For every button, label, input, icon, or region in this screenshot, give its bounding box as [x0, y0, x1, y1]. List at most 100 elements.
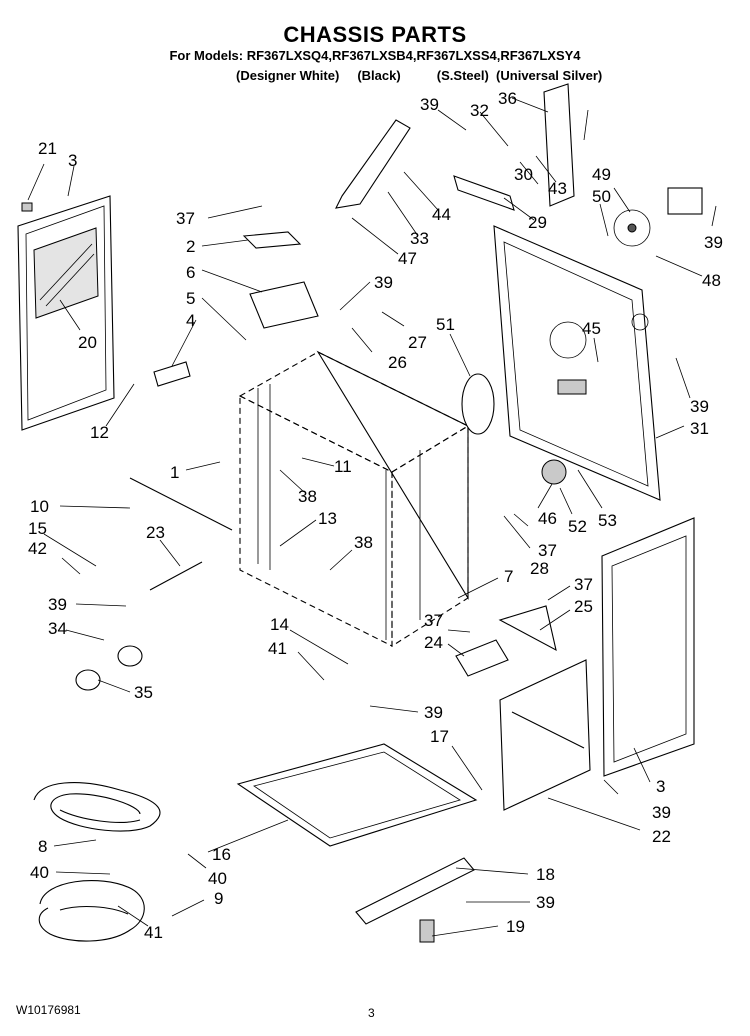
- callout: 35: [134, 683, 153, 702]
- callout: 17: [430, 727, 449, 746]
- callout: 45: [582, 319, 601, 338]
- latch-4: [153, 361, 191, 387]
- callout: 22: [652, 827, 671, 846]
- callout: 40: [30, 863, 49, 882]
- bake-element: [33, 782, 161, 832]
- convection-fan-49: [613, 209, 651, 247]
- door-clip-21: [21, 202, 33, 212]
- callout: 10: [30, 497, 49, 516]
- callout-numbers: 21 3 20 37 2 6 5 4 12 39 26 27 32 36 39 …: [28, 89, 723, 942]
- callout: 41: [144, 923, 163, 942]
- callout: 34: [48, 619, 67, 638]
- callout: 41: [268, 639, 287, 658]
- callout: 30: [514, 165, 533, 184]
- oven-cavity: [238, 350, 470, 647]
- page-number: 3: [368, 1006, 375, 1020]
- callout: 48: [702, 271, 721, 290]
- callout: 4: [186, 311, 195, 330]
- callout: 39: [48, 595, 67, 614]
- callout: 6: [186, 263, 195, 282]
- callout: 7: [504, 567, 513, 586]
- door-switch-23: [149, 561, 203, 591]
- callout: 42: [28, 539, 47, 558]
- gasket-51: [461, 373, 495, 435]
- callout: 9: [214, 889, 223, 908]
- broil-element: [38, 880, 145, 942]
- thermostat-6: [249, 281, 319, 329]
- callout: 18: [536, 865, 555, 884]
- callout: 47: [398, 249, 417, 268]
- callout: 15: [28, 519, 47, 538]
- bracket-29: [453, 175, 515, 211]
- leveling-leg-19: [419, 919, 435, 943]
- callout: 12: [90, 423, 109, 442]
- callout: 51: [436, 315, 455, 334]
- callout: 5: [186, 289, 195, 308]
- callout: 50: [592, 187, 611, 206]
- bracket-2: [242, 231, 302, 249]
- callout: 1: [170, 463, 179, 482]
- callout: 2: [186, 237, 195, 256]
- callout: 29: [528, 213, 547, 232]
- knob-34: [75, 645, 143, 691]
- document-number: W10176981: [16, 1003, 81, 1017]
- callout: 13: [318, 509, 337, 528]
- callout: 23: [146, 523, 165, 542]
- callout: 11: [334, 457, 352, 476]
- callout: 14: [270, 615, 289, 634]
- callout: 16: [212, 845, 231, 864]
- hinge-receiver-24: [455, 639, 509, 677]
- leader-lines: [27, 97, 717, 937]
- callout: 21: [38, 139, 57, 158]
- callout: 20: [78, 333, 97, 352]
- fan-blade-52: [541, 459, 567, 485]
- callout: 53: [598, 511, 617, 530]
- callout: 25: [574, 597, 593, 616]
- bottom-tray: [236, 743, 478, 847]
- callout: 39: [690, 397, 709, 416]
- callout: 46: [538, 509, 557, 528]
- callout: 24: [424, 633, 443, 652]
- leveling-leg-bracket-18: [355, 857, 475, 925]
- back-panel: [493, 225, 661, 501]
- callout: 43: [548, 179, 567, 198]
- callout: 39: [374, 273, 393, 292]
- model-list: For Models: RF367LXSQ4,RF367LXSB4,RF367L…: [169, 48, 581, 63]
- callout: 37: [538, 541, 557, 560]
- callout: 27: [408, 333, 427, 352]
- callout: 39: [536, 893, 555, 912]
- callout: 19: [506, 917, 525, 936]
- callout: 37: [574, 575, 593, 594]
- right-door-panel: [601, 517, 695, 777]
- fan-motor-48: [667, 187, 703, 215]
- callout: 44: [432, 205, 451, 224]
- callout: 3: [656, 777, 665, 796]
- vent-bracket-33: [335, 119, 411, 209]
- rod-10: [129, 477, 233, 531]
- callout: 38: [298, 487, 317, 506]
- callout: 38: [354, 533, 373, 552]
- callout: 33: [410, 229, 429, 248]
- callout: 39: [704, 233, 723, 252]
- left-door-panel: [17, 195, 115, 431]
- page-title: CHASSIS PARTS: [283, 22, 467, 47]
- callout: 40: [208, 869, 227, 888]
- callout: 3: [68, 151, 77, 170]
- callout: 39: [420, 95, 439, 114]
- callout: 39: [652, 803, 671, 822]
- callout: 37: [424, 611, 443, 630]
- callout: 28: [530, 559, 549, 578]
- callout: 52: [568, 517, 587, 536]
- callout: 8: [38, 837, 47, 856]
- callout: 49: [592, 165, 611, 184]
- callout: 37: [176, 209, 195, 228]
- side-panel: [499, 659, 591, 811]
- callout: 39: [424, 703, 443, 722]
- color-variants: (Designer White) (Black) (S.Steel) (Univ…: [236, 68, 603, 83]
- callout: 26: [388, 353, 407, 372]
- bracket-25: [498, 605, 557, 652]
- callout: 31: [690, 419, 709, 438]
- callout: 32: [470, 101, 489, 120]
- callout: 36: [498, 89, 517, 108]
